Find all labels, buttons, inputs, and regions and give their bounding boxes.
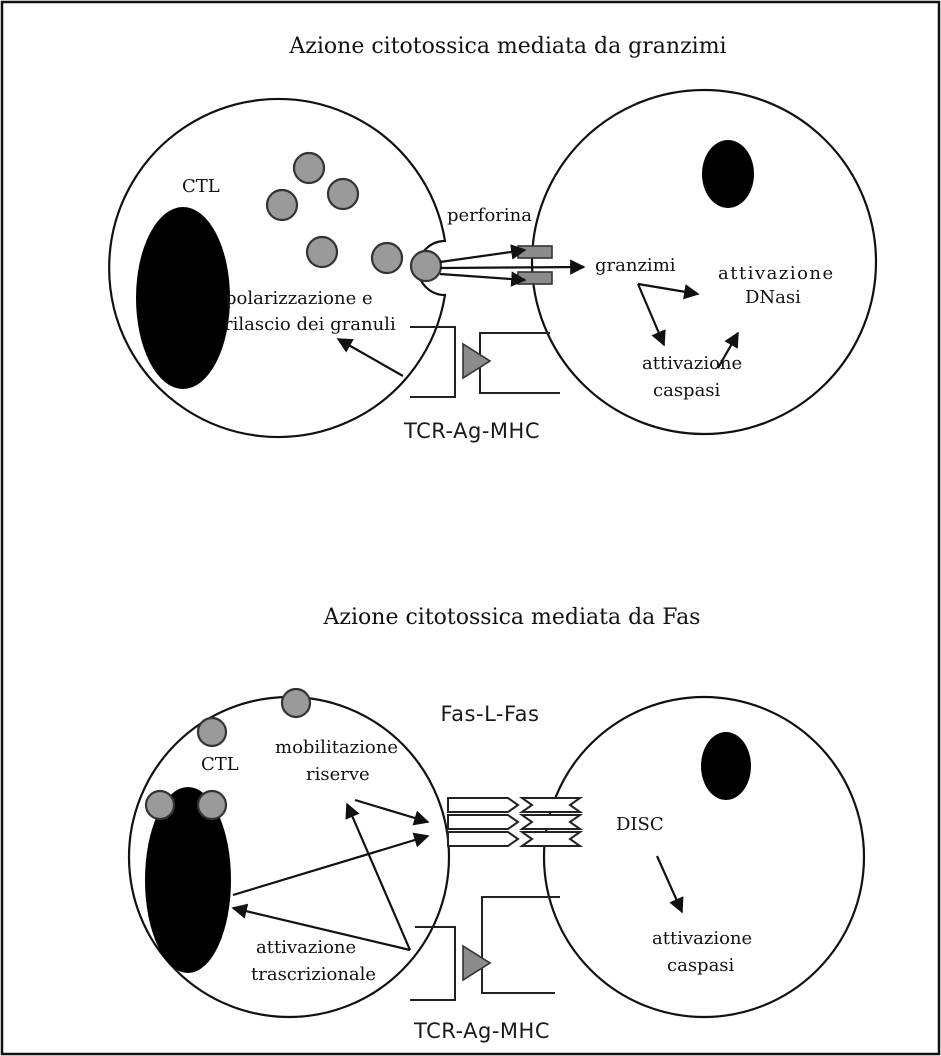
target-nucleus-bottom (701, 732, 751, 800)
granule (328, 179, 358, 209)
panel-bottom-title: Azione citotossica mediata da Fas (323, 605, 701, 630)
panel-granzyme: Azione citotossica mediata da granzimi C… (109, 34, 876, 443)
release-arrow (440, 267, 584, 268)
granule (198, 791, 226, 819)
release-arrow (440, 274, 525, 280)
target-nucleus-top (702, 140, 754, 208)
ctl-nucleus-top (136, 207, 230, 389)
granule (267, 190, 297, 220)
release-arrow (440, 250, 525, 262)
fas-label: Fas-L-Fas (441, 702, 540, 726)
caspase-label-bottom-line2: caspasi (667, 955, 735, 976)
perforin-pore (518, 246, 552, 258)
ctl-label-top: CTL (182, 176, 220, 197)
polarization-label-line2: rilascio dei granuli (224, 314, 396, 335)
mobilization-label-line2: riserve (306, 764, 370, 785)
granzymes-label: granzimi (595, 255, 676, 276)
granule (372, 243, 402, 273)
transcription-label-line2: trascrizionale (251, 964, 376, 985)
polarization-label-line1: polarizzazione e (225, 288, 373, 309)
fas-receptors (522, 798, 580, 846)
caspase-label-line2: caspasi (653, 380, 721, 401)
caspase-label-line1: attivazione (642, 353, 742, 374)
granule (307, 237, 337, 267)
caspase-label-bottom-line1: attivazione (652, 928, 752, 949)
ctl-label-bottom: CTL (201, 754, 239, 775)
disc-label: DISC (616, 814, 664, 835)
granule-releasing (411, 251, 441, 281)
dnase-label-line1: attivazione (718, 263, 835, 284)
antigen-top (463, 344, 490, 378)
dnase-label-line2: DNasi (745, 287, 801, 308)
granule (146, 791, 174, 819)
mobilization-label-line1: mobilitazione (275, 737, 398, 758)
transcription-label-line1: attivazione (256, 937, 356, 958)
panel-fas: Azione citotossica mediata da Fas CTL Fa… (129, 605, 864, 1043)
panel-top-title: Azione citotossica mediata da granzimi (288, 34, 726, 59)
mhc-receptor-top (480, 333, 560, 393)
perforin-label: perforina (447, 205, 532, 226)
perforin-pore (518, 272, 552, 284)
granule (294, 153, 324, 183)
tcr-label-bottom: TCR-Ag-MHC (413, 1019, 550, 1043)
mhc-receptor-bottom (482, 897, 560, 993)
fasl-ligands (448, 798, 518, 846)
tcr-label-top: TCR-Ag-MHC (403, 419, 540, 443)
granule (282, 689, 310, 717)
antigen-bottom (463, 946, 490, 980)
granule (198, 718, 226, 746)
